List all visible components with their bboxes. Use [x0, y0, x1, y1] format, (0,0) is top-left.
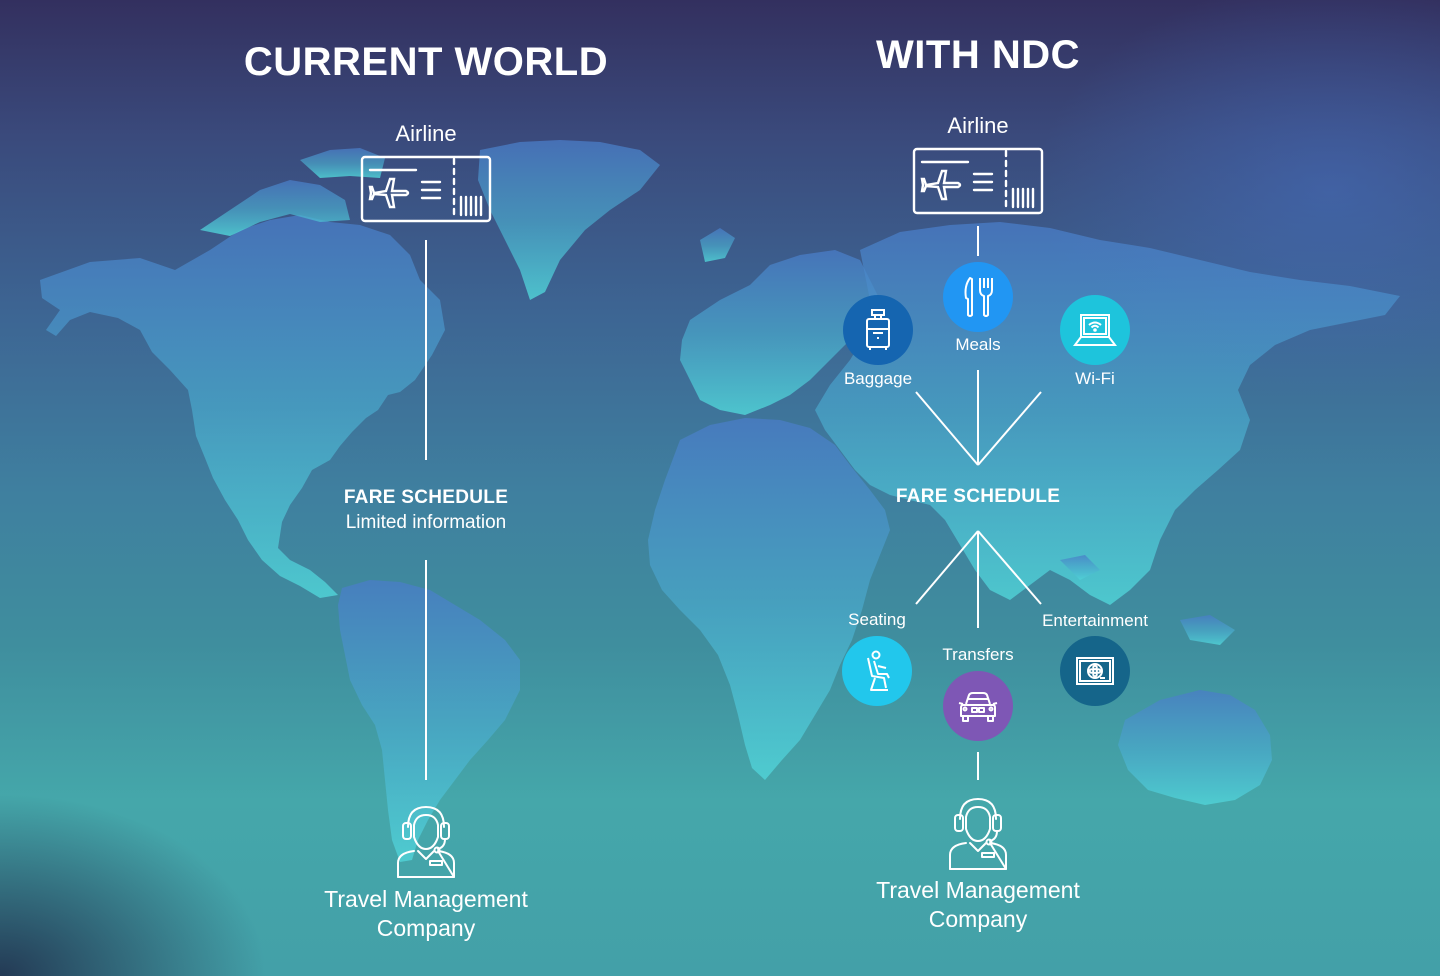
- seat-icon: [867, 650, 890, 691]
- australia-shape: [1118, 690, 1272, 805]
- south-america-shape: [338, 580, 520, 862]
- seating-label: Seating: [848, 610, 906, 629]
- meals-circle: [943, 262, 1013, 332]
- with-ndc-title: WITH NDC: [876, 33, 1080, 77]
- meals-label: Meals: [955, 335, 1001, 354]
- transfers-label: Transfers: [942, 645, 1014, 664]
- suitcase-icon: [866, 309, 890, 350]
- left-fare-schedule-label: FARE SCHEDULE: [343, 487, 509, 508]
- entertainment-label: Entertainment: [1042, 611, 1148, 630]
- current-world-title: CURRENT WORLD: [243, 40, 609, 84]
- right-tmc-label: Travel Management Company: [876, 877, 1080, 932]
- greenland-shape: [478, 140, 660, 300]
- baggage-circle: [843, 295, 913, 365]
- north-america-shape: [40, 215, 445, 598]
- entertainment-circle: [1060, 636, 1130, 706]
- left-airline-label: Airline: [395, 121, 457, 146]
- car-icon: [958, 692, 998, 722]
- baggage-label: Baggage: [843, 369, 913, 388]
- right-airline-label: Airline: [947, 113, 1009, 138]
- laptop-wifi-icon: [1073, 314, 1117, 346]
- boarding-pass-icon: [360, 155, 492, 223]
- headset-agent-icon: [949, 798, 1007, 870]
- asia-shape: [815, 222, 1400, 605]
- right-fare-schedule-label: FARE SCHEDULE: [895, 486, 1061, 507]
- africa-shape: [648, 418, 890, 780]
- headset-agent-icon: [397, 806, 455, 878]
- left-tmc-label: Travel Management Company: [324, 886, 528, 941]
- boarding-pass-icon: [912, 147, 1044, 215]
- film-screen-icon: [1076, 657, 1114, 685]
- left-fare-subtitle: Limited information: [345, 512, 507, 533]
- seating-circle: [842, 636, 912, 706]
- knife-fork-icon: [964, 277, 993, 317]
- transfers-circle: [943, 671, 1013, 741]
- wifi-circle: [1060, 295, 1130, 365]
- wifi-label: Wi-Fi: [1075, 369, 1115, 388]
- europe-shape: [680, 250, 880, 415]
